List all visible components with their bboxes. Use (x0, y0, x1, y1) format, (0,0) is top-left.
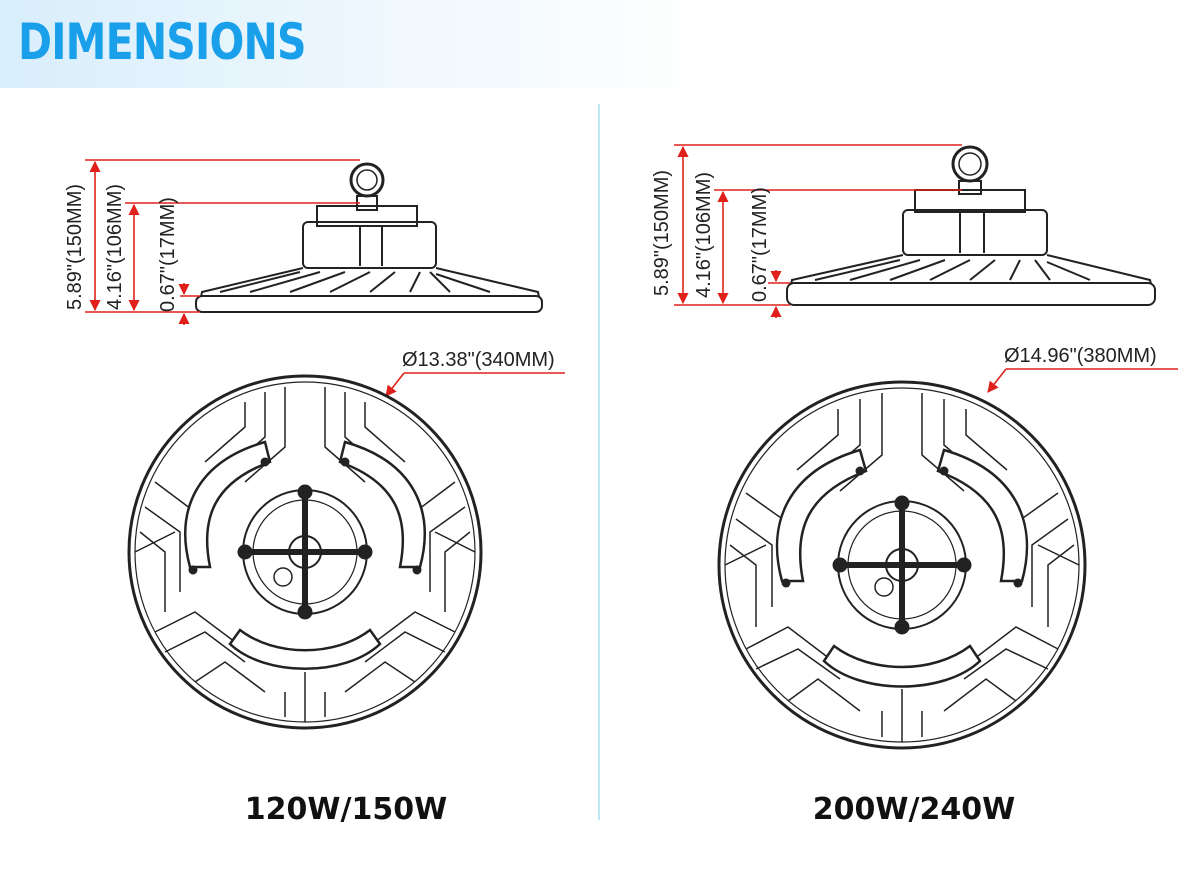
base-height-label: 0.67"(17MM) (749, 187, 771, 302)
overall-height-label: 5.89"(150MM) (651, 170, 673, 296)
diameter-label: Ø14.96"(380MM) (1004, 345, 1157, 367)
diameter-label: Ø13.38"(340MM) (402, 349, 555, 371)
side-view-left (195, 162, 543, 313)
section-divider (598, 104, 600, 820)
overall-height-label: 5.89"(150MM) (64, 184, 86, 310)
header-band (0, 0, 1200, 88)
body-height-label: 4.16"(106MM) (693, 172, 715, 298)
dimension-lines-left (85, 159, 565, 397)
body-height-label: 4.16"(106MM) (104, 184, 126, 310)
side-view-right (786, 145, 1156, 306)
model-label-left: 120W/150W (244, 792, 448, 827)
dimension-lines-right (674, 144, 1178, 393)
top-view-left (127, 374, 483, 730)
page-title: DIMENSIONS (18, 13, 307, 71)
top-view-right (717, 380, 1087, 750)
model-label-right: 200W/240W (812, 792, 1016, 827)
base-height-label: 0.67"(17MM) (157, 197, 179, 312)
